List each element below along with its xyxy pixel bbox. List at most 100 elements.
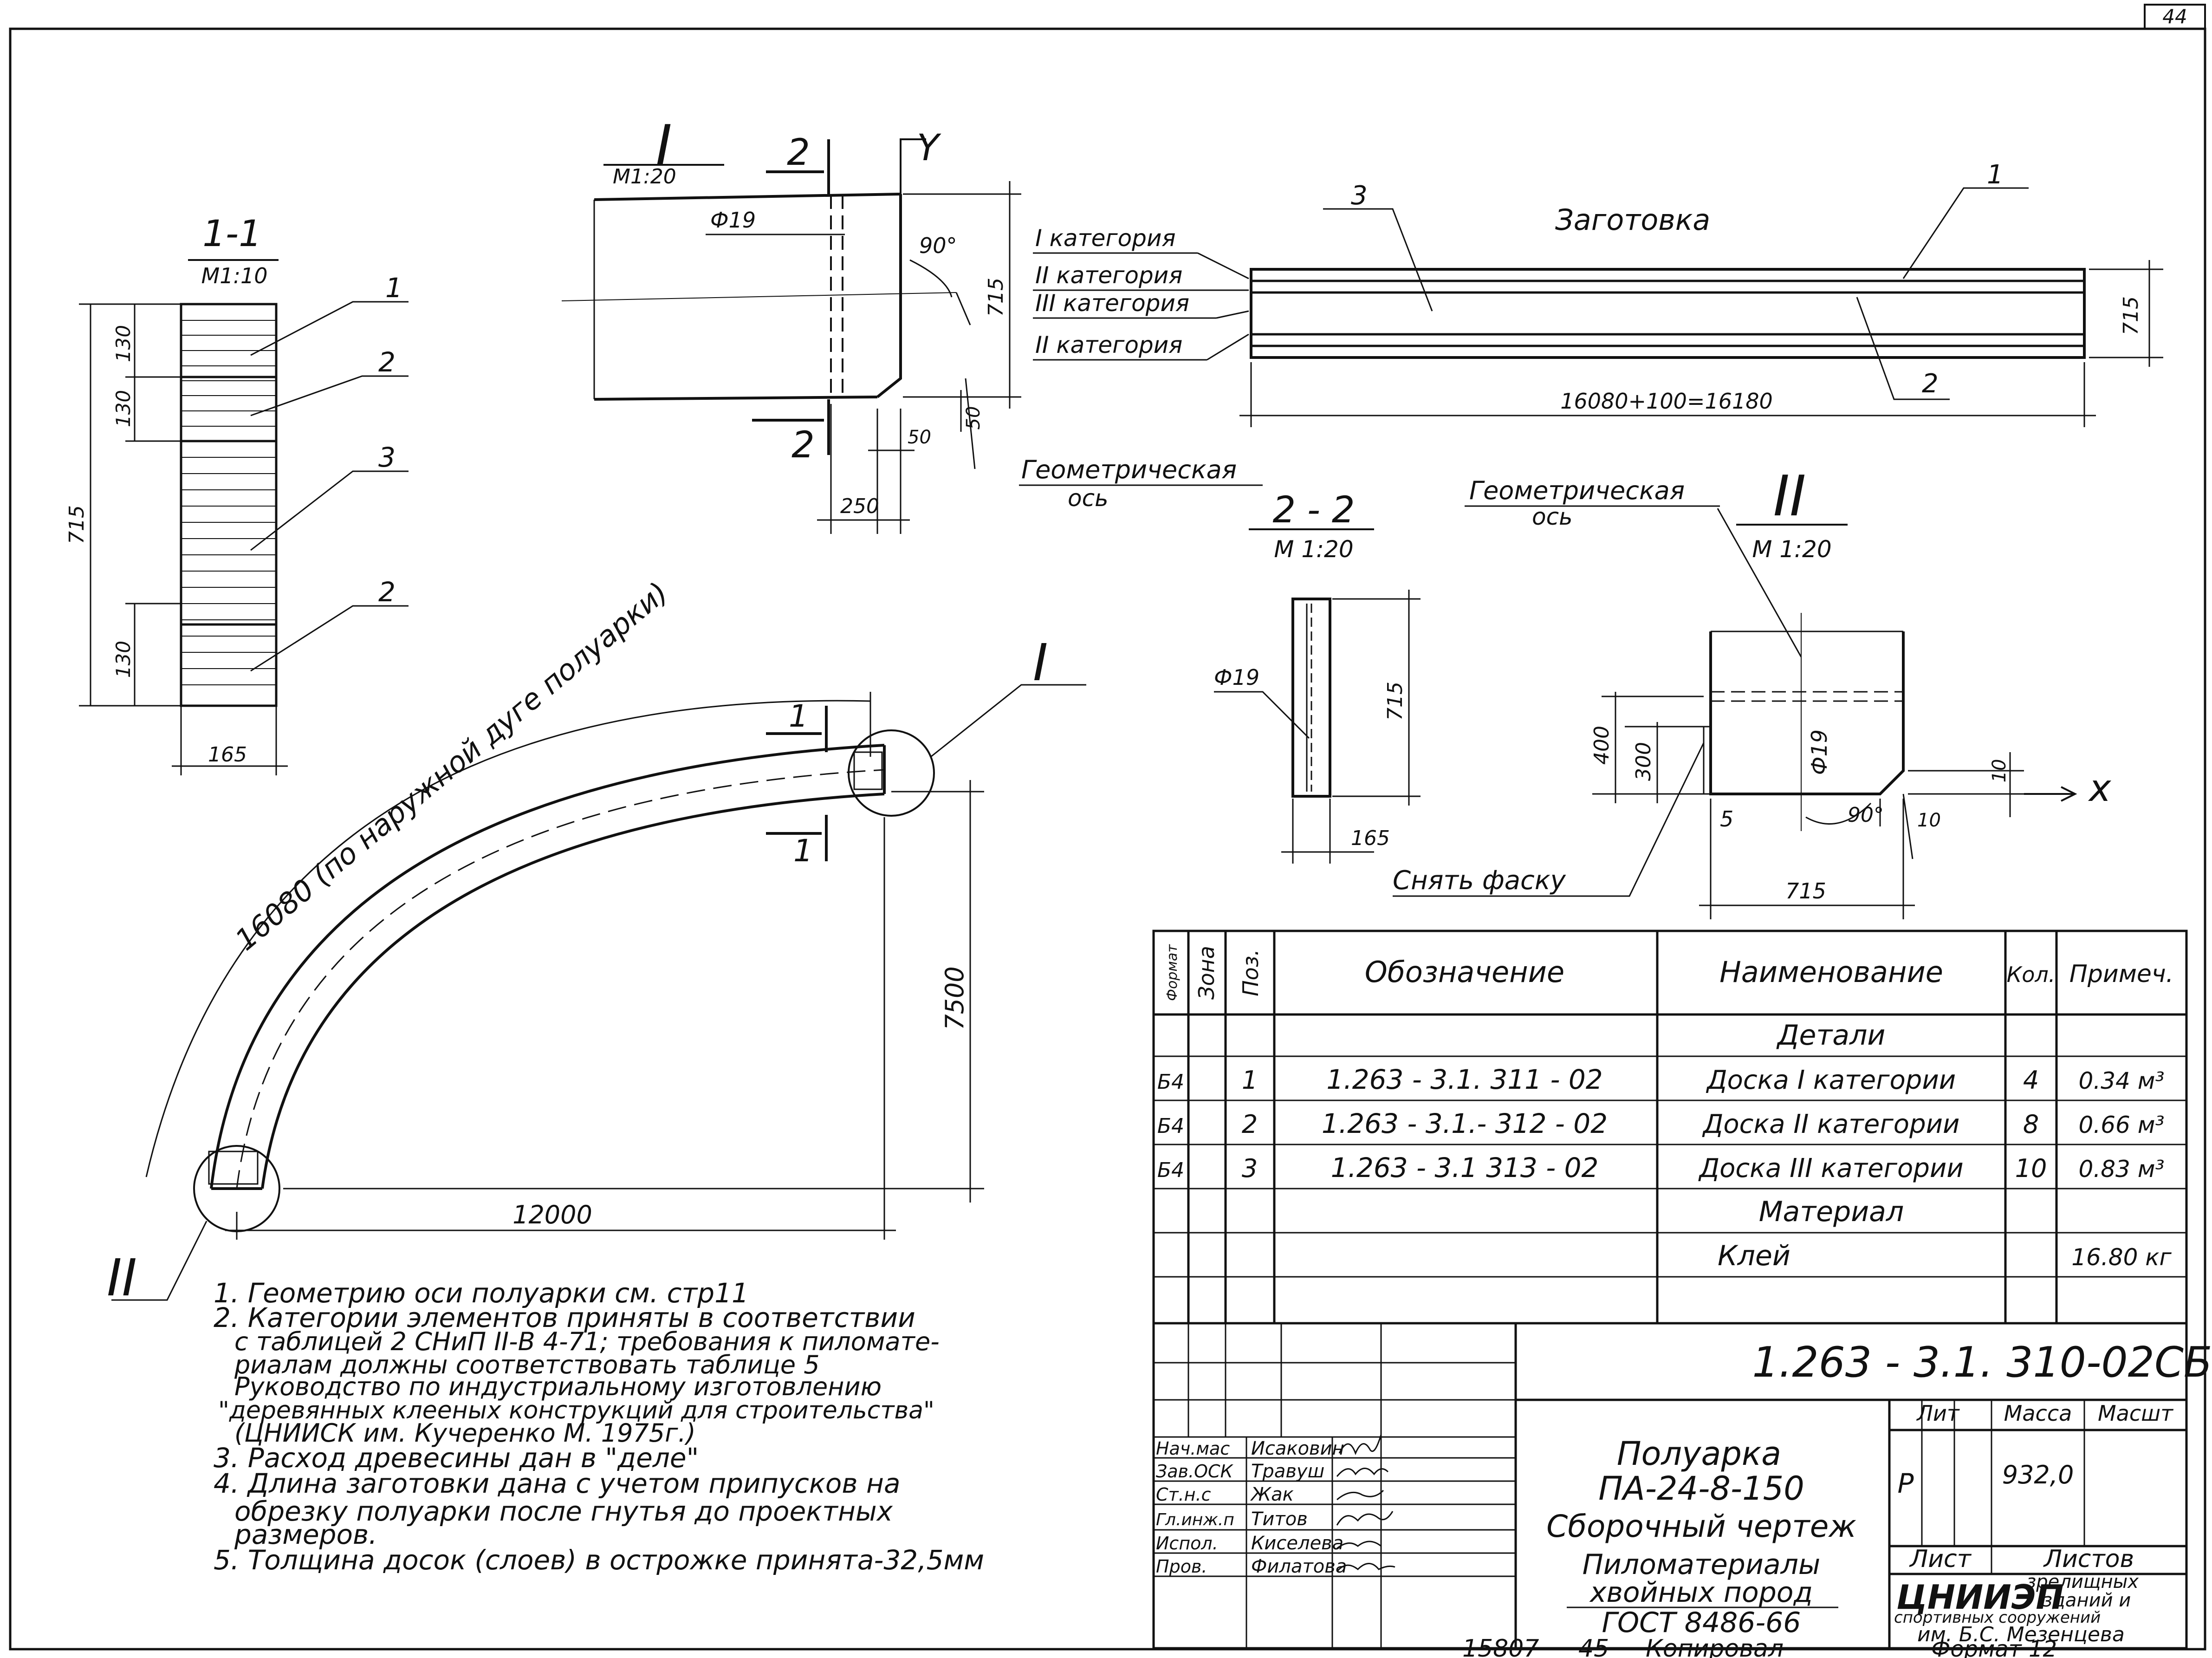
sheet-frame [9, 27, 2206, 1651]
sig-name: Травуш [1251, 1461, 1324, 1482]
spec-section-parts: Детали [1776, 1019, 1886, 1052]
detail-I-cat-4: II категория [1035, 332, 1182, 358]
detail-I-title: I [655, 114, 672, 178]
detail-II-hole: Ф19 [1807, 729, 1832, 775]
note-line: Руководство по индустриальному изготовле… [234, 1372, 882, 1401]
title-name-2: ПА-24-8-150 [1598, 1469, 1804, 1508]
sig-role: Пров. [1156, 1556, 1207, 1577]
detail-I-cat-3: III категория [1035, 290, 1189, 317]
sig-name: Исаковин [1251, 1438, 1344, 1459]
blank-dim-height: 715 [2119, 296, 2143, 335]
spec-row-format: Б4 [1157, 1158, 1184, 1182]
blank-callout-3: 3 [1351, 181, 1368, 211]
detail-I-dim-250: 250 [840, 494, 879, 518]
section-2-2-scale: М 1:20 [1274, 536, 1353, 563]
section-2-2-hole: Ф19 [1214, 665, 1259, 690]
section-2-2-body [1291, 598, 1331, 798]
sig-name: Киселева [1251, 1533, 1343, 1554]
section-1-1-dim-c: 130 [112, 641, 135, 678]
blank-body [1250, 268, 2086, 359]
title-mass-header: Масса [2004, 1401, 2072, 1426]
spec-row-name: Доска III категории [1698, 1153, 1963, 1183]
detail-II-dim-10-v: 10 [1989, 759, 2010, 783]
title-lit-value: Р [1898, 1468, 1914, 1499]
title-material-1: Пиломатериалы [1583, 1548, 1821, 1581]
section-1-1-callout-2: 2 [378, 346, 396, 378]
title-name-3: Сборочный чертеж [1546, 1508, 1856, 1544]
sig-role: Зав.ОСК [1156, 1461, 1234, 1482]
sig-role: Ст.н.с [1156, 1484, 1211, 1505]
section-1-1-callout-3: 3 [378, 442, 396, 473]
detail-I-cat-2: II категория [1035, 262, 1182, 289]
detail-II-geom-axis-1: Геометрическая [1469, 476, 1685, 505]
footer-copy-num: 45 [1578, 1635, 1609, 1658]
detail-II-dim-715: 715 [1785, 878, 1826, 904]
note-line: (ЦНИИСК им. Кучеренко М. 1975г.) [234, 1418, 696, 1448]
footer-copied: Копировал [1646, 1635, 1784, 1658]
note-line: 3. Расход древесины дан в "деле" [214, 1442, 699, 1474]
sig-role: Нач.мас [1156, 1438, 1230, 1459]
spec-header-format: Формат [1164, 944, 1181, 1001]
blank-view: Заготовка 3 1 2 715 16080+100=16180 [1239, 160, 2163, 427]
spec-section-material: Материал [1759, 1196, 1904, 1228]
detail-I-scale: М1:20 [613, 165, 676, 189]
arch-ref-I: I [1033, 633, 1048, 692]
detail-II-axis-x: x [2088, 767, 2112, 810]
detail-II-angle: 90° [1848, 803, 1884, 827]
arch-cut-bottom: 1 [793, 833, 813, 869]
section-1-1-dim-width: 165 [208, 743, 247, 767]
spec-row-format: Б4 [1157, 1070, 1184, 1094]
blank-callout-2: 2 [1922, 369, 1939, 399]
title-lit-header: Лит [1916, 1401, 1959, 1426]
arch-dim-height: 7500 [940, 966, 969, 1030]
spec-header-note: Примеч. [2069, 960, 2173, 988]
detail-I-geom-axis-1: Геометрическая [1021, 455, 1237, 484]
detail-II-chamfer-note: Снять фаску [1393, 865, 1566, 896]
note-line: обрезку полуарки после гнутья до проектн… [234, 1495, 893, 1527]
org-logo: ЦНИИЭП [1896, 1578, 2064, 1617]
spec-row-pos: 3 [1242, 1154, 1258, 1183]
note-line: 1. Геометрию оси полуарки см. стр11 [214, 1277, 749, 1309]
detail-II-geom-axis-2: ось [1532, 503, 1573, 530]
arch-cut-top: 1 [789, 698, 808, 734]
spec-row-note: 0.83 м³ [2079, 1156, 2165, 1183]
spec-row-note: 0.66 м³ [2079, 1112, 2165, 1138]
spec-row-designation: 1.263 - 3.1.- 312 - 02 [1322, 1108, 1608, 1139]
blank-dim-length: 16080+100=16180 [1560, 389, 1773, 414]
spec-row-qty: 4 [2023, 1066, 2039, 1095]
blank-callout-1: 1 [1987, 160, 2004, 190]
spec-header-pos: Поз. [1238, 949, 1263, 996]
detail-I-dim-50-v: 50 [963, 406, 984, 430]
sig-role: Гл.инж.п [1156, 1510, 1234, 1529]
notes: 1. Геометрию оси полуарки см. стр11 2. К… [214, 1277, 984, 1576]
note-line: 4. Длина заготовки дана с учетом припуск… [214, 1468, 900, 1499]
note-line: с таблицей 2 СНиП II-В 4-71; требования … [234, 1327, 940, 1356]
section-2-2-dim-height: 715 [1383, 682, 1407, 721]
section-1-1-dim-total: 715 [65, 505, 89, 544]
title-mass-value: 932,0 [2002, 1460, 2074, 1489]
detail-I-dim-50-h: 50 [908, 427, 931, 448]
note-line: 2. Категории элементов приняты в соответ… [214, 1302, 915, 1333]
sig-role: Испол. [1156, 1533, 1218, 1554]
title-material-2: хвойных пород [1589, 1576, 1813, 1609]
spec-header-zone: Зона [1194, 946, 1219, 1000]
spec-header-qty: Кол. [2007, 962, 2056, 987]
spec-table: Формат Зона Поз. Обозначение Наименовани… [1152, 930, 2188, 1650]
spec-header-name: Наименование [1719, 955, 1943, 989]
org-line-4: им. Б.С. Мезенцева [1917, 1623, 2125, 1646]
detail-II-dim-5: 5 [1720, 806, 1733, 832]
sig-name: Титов [1251, 1508, 1308, 1530]
spec-row-name: Доска II категории [1702, 1109, 1960, 1139]
detail-I-hole: Ф19 [710, 208, 756, 233]
section-2-2-dim-width: 165 [1351, 826, 1390, 850]
section-1-1-body [180, 303, 278, 707]
detail-I-dim-height: 715 [984, 278, 1008, 317]
footer-format: Формат 12 [1931, 1636, 2057, 1658]
note-line: "деревянных клееных конструкций для стро… [218, 1397, 934, 1424]
spec-row-name: Доска I категории [1706, 1065, 1956, 1095]
title-sheet-header: Лист [1909, 1545, 1972, 1573]
spec-glue-note: 16.80 кг [2071, 1244, 2172, 1271]
detail-I-cut-top: 2 [787, 132, 810, 174]
detail-I-cut-bottom: 2 [791, 424, 815, 466]
section-2-2-title: 2 - 2 [1273, 489, 1355, 531]
